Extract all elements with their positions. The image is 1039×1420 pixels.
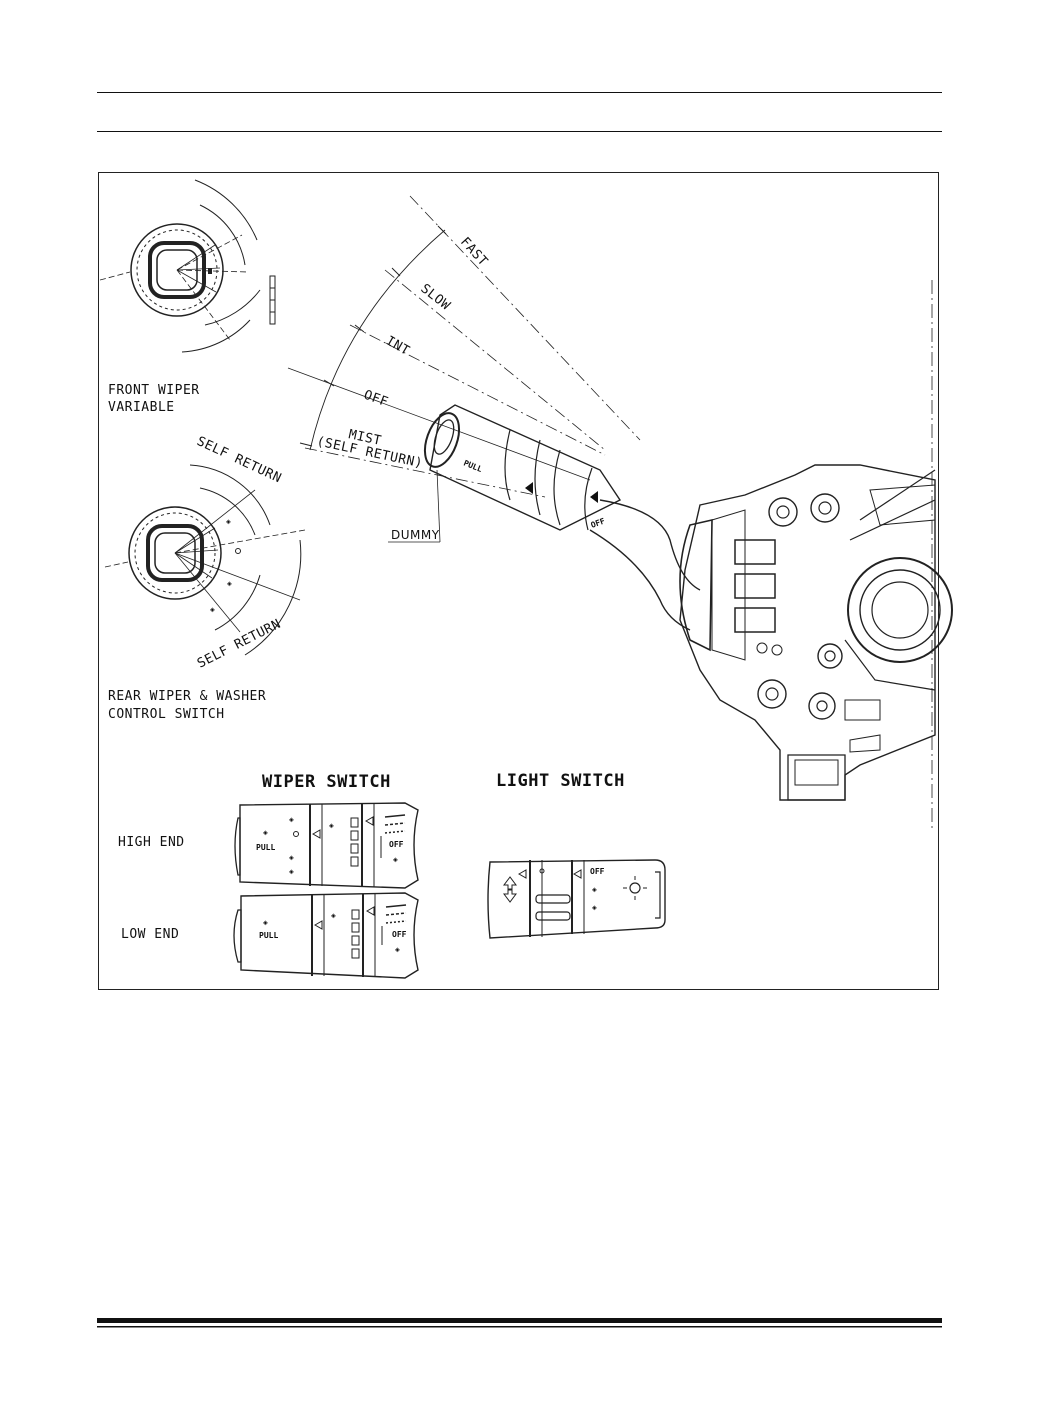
low-off-icon: ◈ xyxy=(395,945,400,954)
position-off-label: OFF xyxy=(362,388,391,411)
position-slow-label: SLOW xyxy=(418,281,453,313)
high-end-label: HIGH END xyxy=(118,835,185,850)
light-switch: OFF ◈ ◈ xyxy=(487,859,666,939)
light-position-icon: ◈ xyxy=(592,885,597,894)
self-return-bottom-label: SELF RETURN xyxy=(195,617,283,672)
self-return-top-label: SELF RETURN xyxy=(194,434,283,486)
header-rule-top xyxy=(97,92,942,93)
rear-washer-icon: ◈ xyxy=(226,517,231,526)
low-pull-icon: ◈ xyxy=(263,918,268,927)
column-switch-body xyxy=(679,280,953,830)
rear-wiper-knob: ◈ ◈ ◈ xyxy=(104,464,306,656)
light-switch-title: LIGHT SWITCH xyxy=(496,771,625,791)
high-pull-text: PULL xyxy=(256,843,275,852)
wiper-switch-high-end: ◈ ◈ ◈ ◈ ◈ PULL OFF ◈ xyxy=(234,802,419,889)
wiper-switch-title: WIPER SWITCH xyxy=(262,772,391,792)
position-mist-label-line1: MIST xyxy=(347,427,383,449)
high-pull-icon: ◈ xyxy=(263,828,268,837)
footer-rule-thin xyxy=(97,1326,942,1328)
footer-rule-thick xyxy=(97,1318,942,1323)
header-rule-bottom xyxy=(97,131,942,132)
low-wiper-icon: ◈ xyxy=(331,911,336,920)
front-wiper-label-line1: FRONT WIPER xyxy=(108,383,200,398)
stalk-pull-text: PULL xyxy=(462,459,483,475)
rear-wiper-icon: ◈ xyxy=(227,579,232,588)
wiper-stalk: PULL OFF xyxy=(423,404,701,631)
light-off-text: OFF xyxy=(590,867,605,876)
position-int-label: INT xyxy=(383,333,412,358)
rear-wiper-label-line1: REAR WIPER & WASHER xyxy=(108,689,266,704)
light-auto-icon xyxy=(629,882,641,894)
high-off-text: OFF xyxy=(389,840,404,849)
rear-wiper-label-line2: CONTROL SWITCH xyxy=(108,707,225,722)
low-pull-text: PULL xyxy=(259,931,278,940)
front-wiper-label-line2: VARIABLE xyxy=(108,400,175,415)
high-front-washer-icon: ◈ xyxy=(289,815,294,824)
stalk-off-text: OFF xyxy=(590,516,607,529)
rear-off-icon xyxy=(235,548,241,554)
wiper-switch-low-end: ◈ ◈ PULL OFF ◈ xyxy=(233,892,419,979)
high-wiper-icon: ◈ xyxy=(329,821,334,830)
rear-wash-icon: ◈ xyxy=(210,605,215,614)
high-rear-wiper-icon: ◈ xyxy=(289,853,294,862)
position-fast-label: FAST xyxy=(457,235,490,270)
figure-frame xyxy=(98,172,939,990)
low-off-text: OFF xyxy=(392,930,407,939)
dummy-label: DUMMY xyxy=(391,528,440,542)
light-headlamp-icon: ◈ xyxy=(592,903,597,912)
high-off-icon: ◈ xyxy=(393,855,398,864)
high-rear-washer-icon: ◈ xyxy=(289,867,294,876)
low-end-label: LOW END xyxy=(121,927,179,942)
front-wiper-knob xyxy=(99,179,276,353)
